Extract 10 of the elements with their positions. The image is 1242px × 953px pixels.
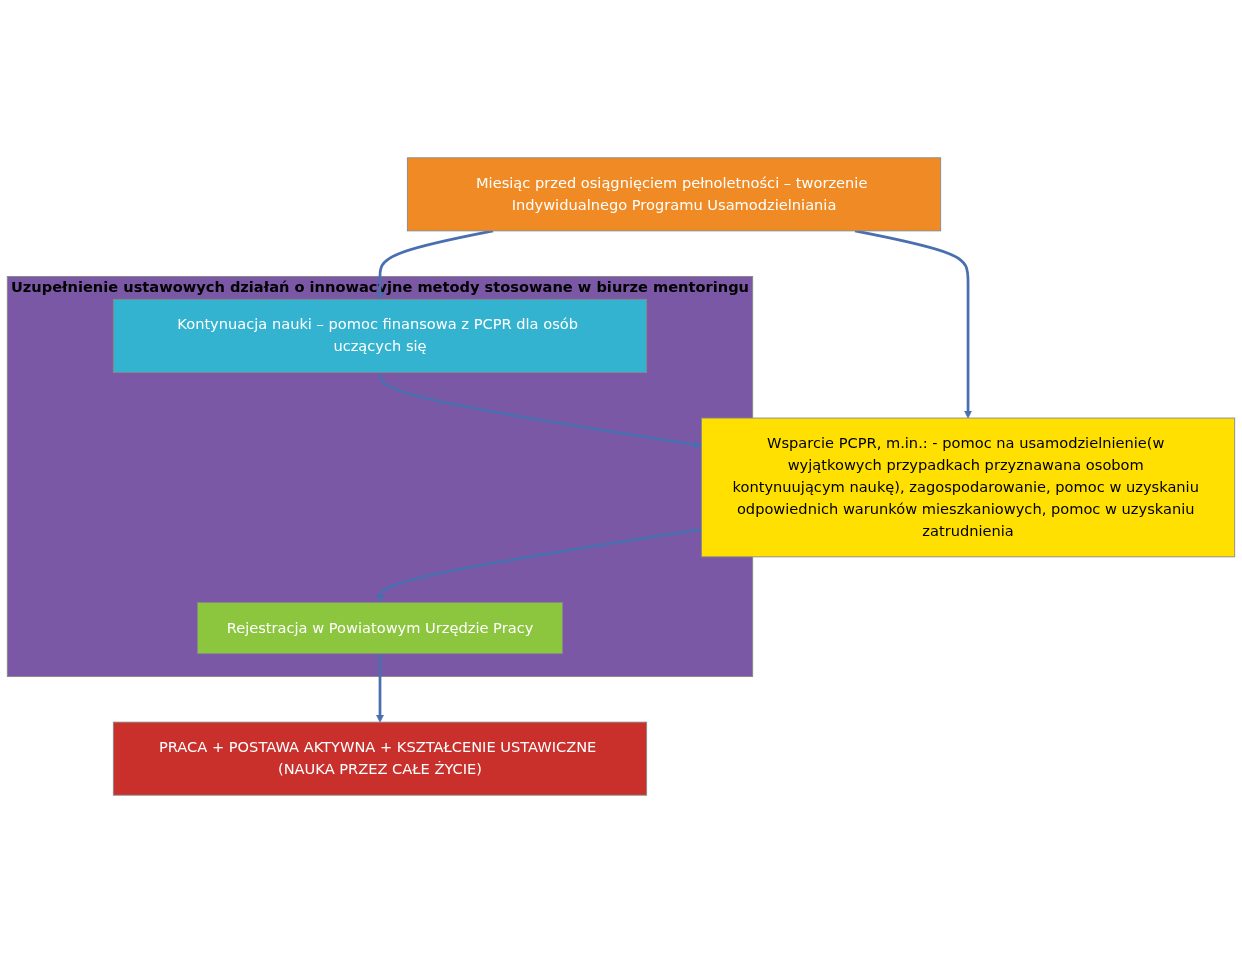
node-box: PRACA + POSTAWA AKTYWNA + KSZTAŁCENIE USTAWICZNE (NAUKA PRZEZ CAŁE ŻYCIE) <box>112 721 648 796</box>
node-box: Rejestracja w Powiatowym Urzędzie Pracy <box>197 602 563 655</box>
node-box: Kontynuacja nauki – pomoc finansowa z PCPR dla osób uczących się <box>112 298 648 373</box>
node-box: Miesiąc przed osiągnięciem pełnoletności – tworzenie Indywidualnego Programu Usamodzielniania <box>406 157 942 232</box>
arrow <box>375 527 702 603</box>
arrow <box>854 229 973 419</box>
arrow <box>375 229 494 300</box>
node-box: Wsparcie PCPR, m.in.: - pomoc na usamodzielnienie(w wyjątkowych przypadkach przyznawana osobom kontynuującym naukę), zagospodarowanie, pomoc w uzyskaniu odpowiednich warunków mieszkaniowych, pomoc w uzyskaniu zatrudnienia <box>700 417 1236 558</box>
arrow <box>378 372 702 449</box>
arrow <box>375 653 384 723</box>
